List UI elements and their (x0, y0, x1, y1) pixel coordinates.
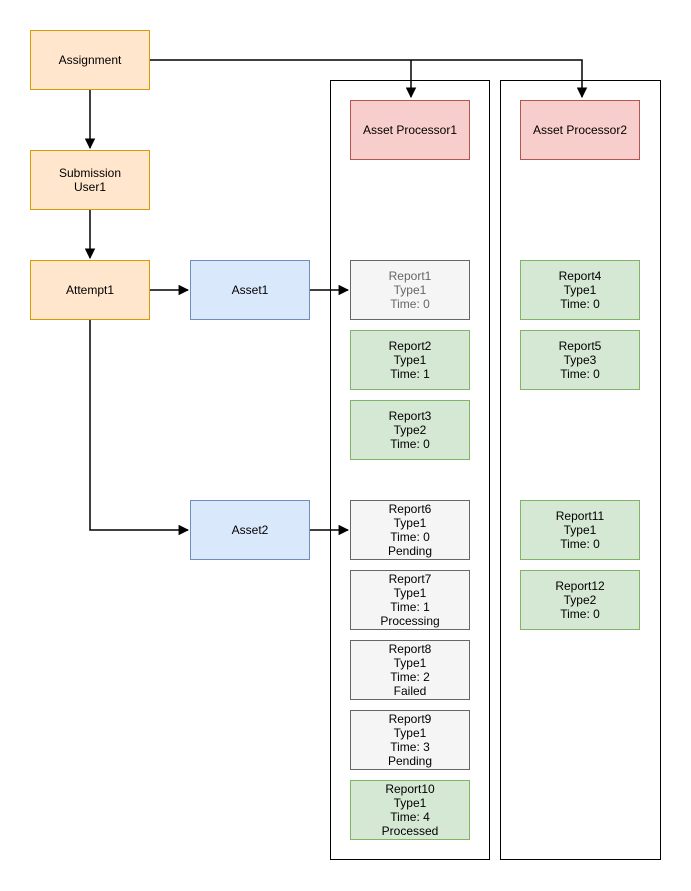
report-type: Type1 (393, 516, 427, 530)
report-name: Report7 (388, 572, 432, 586)
report-time: Time: 1 (390, 600, 430, 614)
report-type: Type1 (393, 353, 427, 367)
edge-attempt1-to-asset2 (89, 320, 190, 536)
node-label: Asset2 (231, 523, 269, 537)
report-status: Failed (393, 684, 427, 698)
report-name: Report8 (388, 642, 432, 656)
report12-card: Report12 Type2 Time: 0 (520, 570, 640, 630)
report-time: Time: 0 (560, 297, 600, 311)
node-submission-user1: Submission User1 (30, 150, 150, 210)
report-name: Report2 (388, 339, 432, 353)
report-time: Time: 4 (390, 810, 430, 824)
report-type: Type2 (563, 593, 597, 607)
report-type: Type1 (393, 796, 427, 810)
report-name: Report3 (388, 409, 432, 423)
node-label: Asset1 (231, 283, 269, 297)
report-time: Time: 0 (390, 297, 430, 311)
report-time: Time: 0 (390, 530, 430, 544)
report-type: Type1 (393, 656, 427, 670)
report-status: Processing (380, 614, 440, 628)
report-type: Type3 (563, 353, 597, 367)
report-name: Report10 (385, 782, 435, 796)
processor2-container (500, 80, 661, 860)
report-type: Type1 (563, 283, 597, 297)
node-asset-processor2: Asset Processor2 (520, 100, 640, 160)
report-time: Time: 0 (560, 367, 600, 381)
node-label: User1 (73, 180, 106, 194)
report-time: Time: 0 (560, 607, 600, 621)
report-time: Time: 2 (390, 670, 430, 684)
report-name: Report6 (388, 502, 432, 516)
report10-card: Report10 Type1 Time: 4 Processed (350, 780, 470, 840)
report6-card: Report6 Type1 Time: 0 Pending (350, 500, 470, 560)
node-asset-processor1: Asset Processor1 (350, 100, 470, 160)
node-label: Attempt1 (65, 283, 115, 297)
report-name: Report4 (558, 269, 602, 283)
report4-card: Report4 Type1 Time: 0 (520, 260, 640, 320)
node-label: Submission (58, 166, 122, 180)
report-name: Report5 (558, 339, 602, 353)
node-assignment: Assignment (30, 30, 150, 90)
report-type: Type1 (393, 283, 427, 297)
node-label: Assignment (58, 53, 122, 67)
report-name: Report12 (555, 579, 605, 593)
node-label: Asset Processor1 (362, 123, 458, 137)
report-time: Time: 3 (390, 740, 430, 754)
report-name: Report9 (388, 712, 432, 726)
node-asset2: Asset2 (190, 500, 310, 560)
report-time: Time: 0 (390, 437, 430, 451)
report11-card: Report11 Type1 Time: 0 (520, 500, 640, 560)
report-type: Type1 (393, 586, 427, 600)
report-status: Processed (381, 824, 439, 838)
report-status: Pending (387, 754, 433, 768)
report-time: Time: 1 (390, 367, 430, 381)
report-name: Report11 (555, 509, 605, 523)
report5-card: Report5 Type3 Time: 0 (520, 330, 640, 390)
report-type: Type1 (563, 523, 597, 537)
node-asset1: Asset1 (190, 260, 310, 320)
report9-card: Report9 Type1 Time: 3 Pending (350, 710, 470, 770)
report3-card: Report3 Type2 Time: 0 (350, 400, 470, 460)
report2-card: Report2 Type1 Time: 1 (350, 330, 470, 390)
report-time: Time: 0 (560, 537, 600, 551)
report-name: Report1 (388, 269, 432, 283)
report7-card: Report7 Type1 Time: 1 Processing (350, 570, 470, 630)
report-type: Type2 (393, 423, 427, 437)
report8-card: Report8 Type1 Time: 2 Failed (350, 640, 470, 700)
report-type: Type1 (393, 726, 427, 740)
node-attempt1: Attempt1 (30, 260, 150, 320)
report1-card: Report1 Type1 Time: 0 (350, 260, 470, 320)
node-label: Asset Processor2 (532, 123, 628, 137)
report-status: Pending (387, 544, 433, 558)
